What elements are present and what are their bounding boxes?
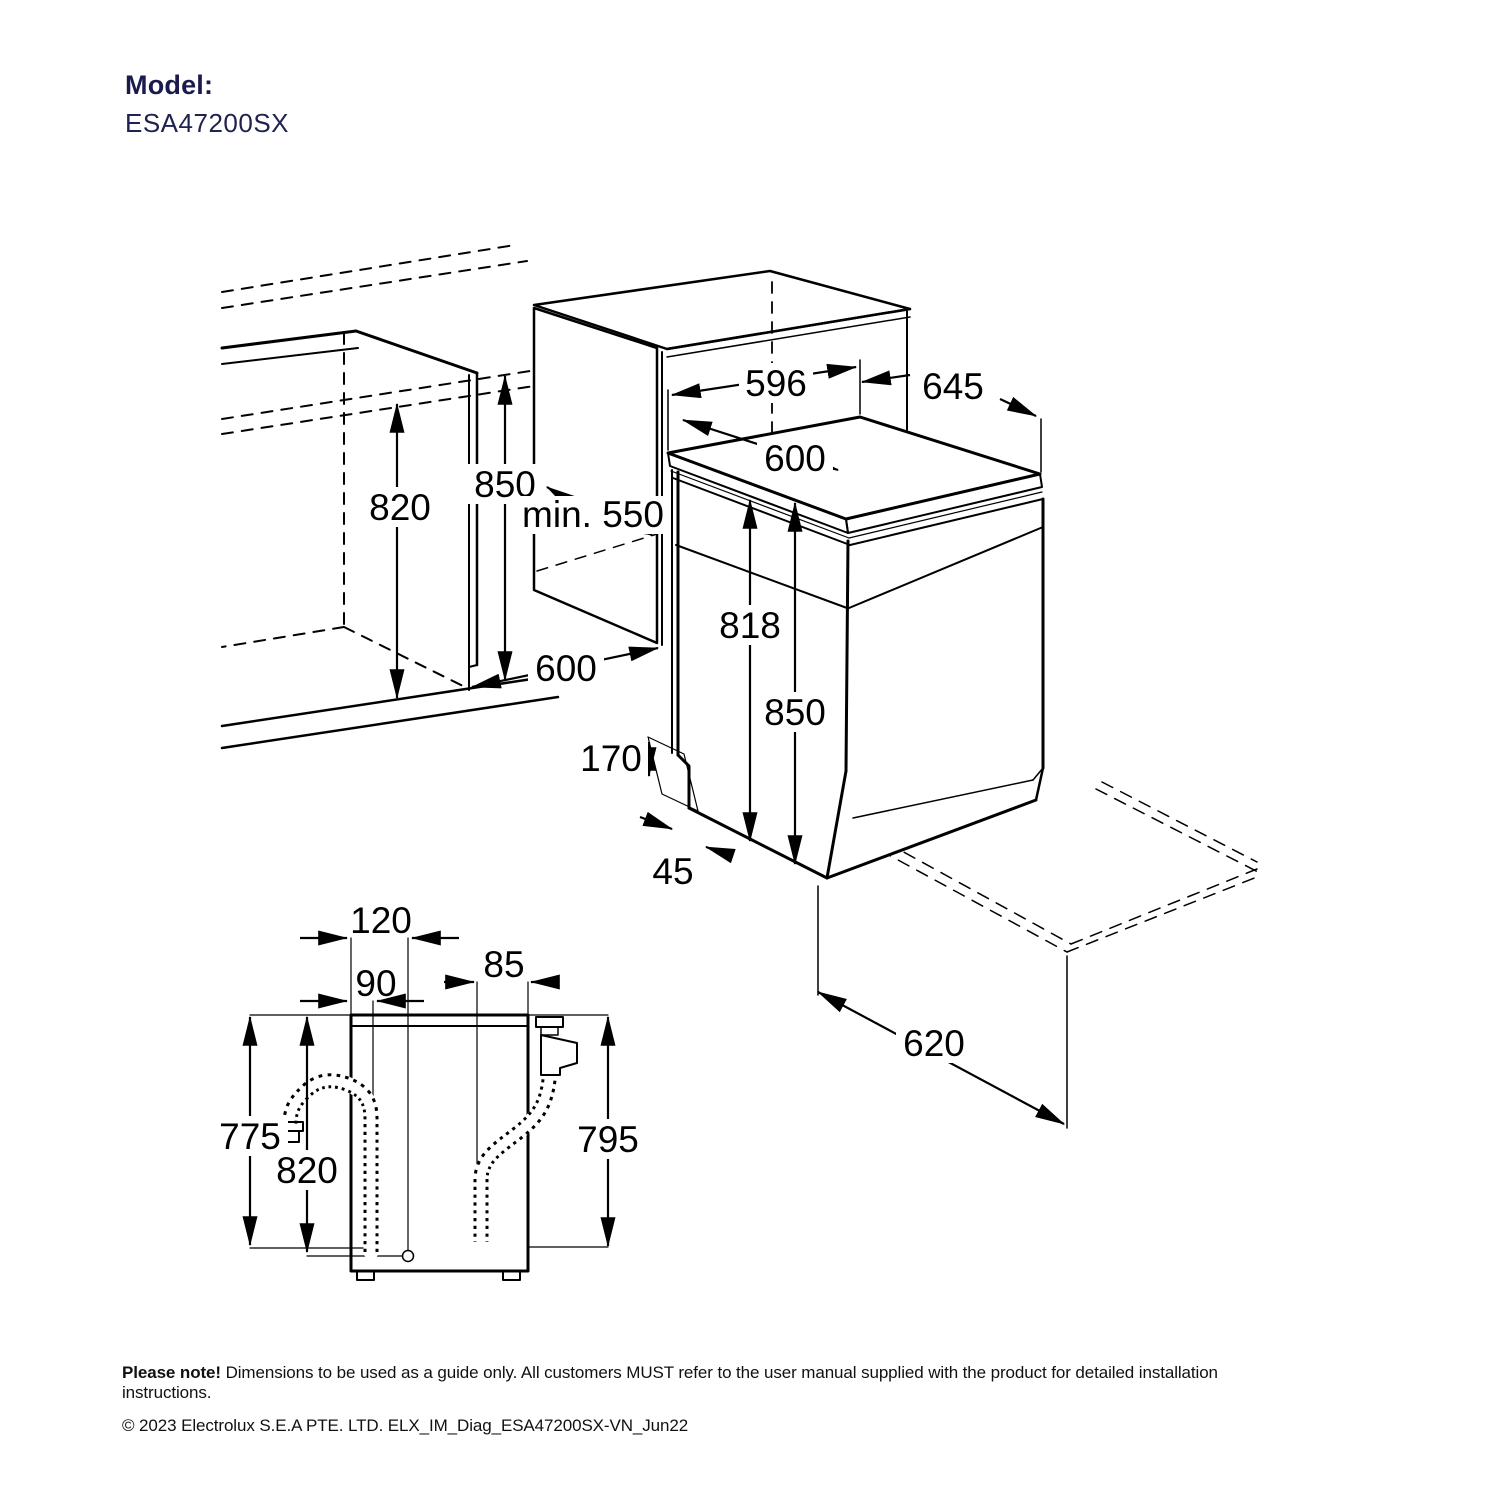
footer-note-bold: Please note! <box>122 1363 221 1382</box>
dim-85-label: 85 <box>483 944 524 985</box>
niche-counter <box>532 269 912 439</box>
dim-worktop-depth: 600 <box>681 418 840 479</box>
dim-drain-offset: 120 <box>300 900 459 946</box>
footer: Please note! Dimensions to be used as a … <box>122 1363 1262 1436</box>
niche-side-panel <box>532 306 663 646</box>
model-label: Model: <box>125 70 214 100</box>
dim-620-label: 620 <box>903 1023 965 1064</box>
dim-hose-offset: 90 <box>300 963 424 1009</box>
dim-170-label: 170 <box>580 738 642 779</box>
dim-total-depth: 645 <box>860 366 1042 473</box>
dim-min550-label: min. 550 <box>522 494 664 535</box>
dim-plinth-recess: 45 <box>639 811 736 892</box>
dim-850-right-label: 850 <box>764 692 826 733</box>
dim-niche-depth: min. 550 <box>518 486 668 537</box>
inlet-valve <box>535 1016 578 1076</box>
dim-820-rear-label: 820 <box>276 1150 338 1191</box>
dim-818-label: 818 <box>719 605 781 646</box>
dim-overall-height: 850 <box>758 501 833 866</box>
dim-45-label: 45 <box>652 851 693 892</box>
footer-note: Please note! Dimensions to be used as a … <box>122 1363 1262 1403</box>
inlet-hose <box>473 1016 578 1250</box>
footer-copyright: © 2023 Electrolux S.E.A PTE. LTD. ELX_IM… <box>122 1416 689 1435</box>
dim-cabinet-inner-height: 820 <box>362 402 438 700</box>
dishwasher <box>647 415 1045 880</box>
dim-drain-hose-drop: 775 <box>213 1015 288 1247</box>
dim-820-left-label: 820 <box>369 487 431 528</box>
footer-note-text: Dimensions to be used as a guide only. A… <box>122 1363 1218 1402</box>
dim-600-floor-label: 600 <box>535 648 597 689</box>
dim-600-top-label: 600 <box>764 438 826 479</box>
dim-height-under-worktop: 818 <box>713 498 788 843</box>
dim-drain-outlet-drop: 820 <box>270 1015 345 1254</box>
left-cabinet <box>220 244 560 750</box>
dim-795-label: 795 <box>577 1119 639 1160</box>
dim-120-label: 120 <box>350 900 412 941</box>
dim-645-label: 645 <box>922 366 984 407</box>
dim-door-clearance: 620 <box>816 885 1068 1129</box>
dim-596-label: 596 <box>745 363 807 404</box>
rear-view: 120 90 85 775 820 <box>213 900 646 1281</box>
model-number: ESA47200SX <box>125 108 290 138</box>
dim-plinth-height: 170 <box>574 738 657 779</box>
dim-top-width: 596 <box>667 359 861 451</box>
model-header: Model: ESA47200SX <box>125 70 289 139</box>
dim-inlet-offset: 85 <box>444 944 560 990</box>
dim-90-label: 90 <box>355 963 396 1004</box>
dim-floor-depth: 600 <box>470 646 660 689</box>
dim-inlet-hose-drop: 795 <box>571 1015 646 1248</box>
